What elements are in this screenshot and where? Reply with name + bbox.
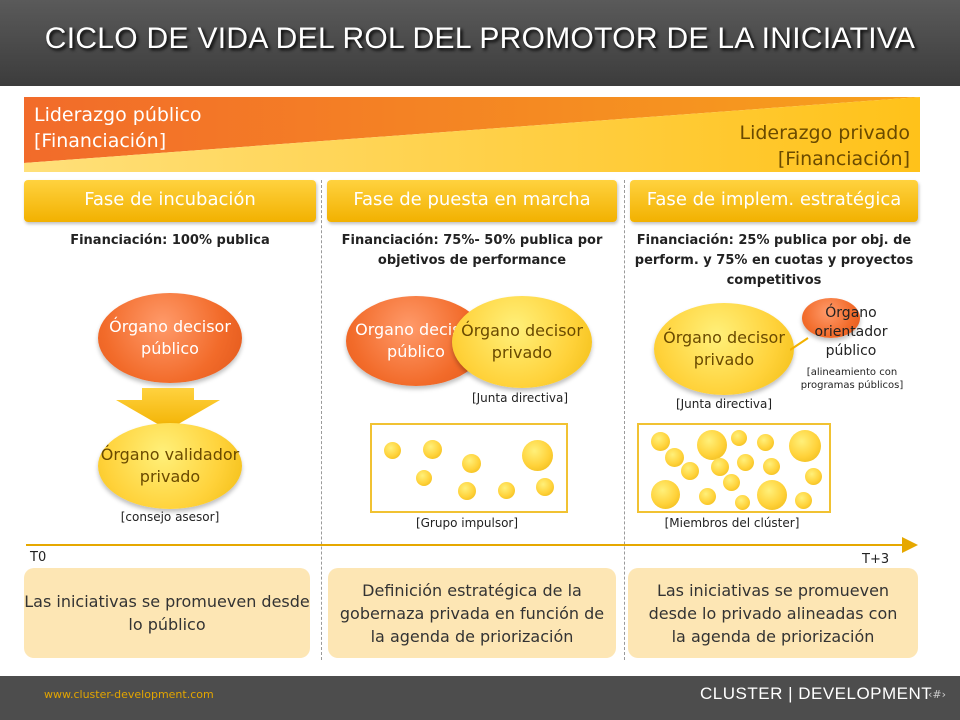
phase1-summary: Las iniciativas se promueven desde lo pú… — [24, 568, 310, 658]
footer-url[interactable]: www.cluster-development.com — [44, 688, 214, 701]
member-dot — [805, 468, 822, 485]
member-dot — [789, 430, 821, 462]
phase2-summary: Definición estratégica de la gobernaza p… — [328, 568, 616, 658]
title-bar — [0, 0, 960, 86]
phase-header-implementation: Fase de implem. estratégica — [630, 180, 918, 222]
private-leadership-wedge — [24, 97, 920, 172]
member-dot — [651, 480, 680, 509]
public-leadership-label: Liderazgo público [Financiación] — [34, 102, 202, 154]
connector-line — [790, 337, 809, 351]
cluster-members-caption: [Miembros del clúster] — [664, 516, 800, 530]
phase3-funding: Financiación: 25% publica por obj. de pe… — [634, 233, 914, 288]
down-arrow-icon — [116, 388, 220, 430]
member-dot — [462, 454, 481, 473]
private-decision-organ-launch: Órgano decisor privado — [452, 296, 592, 388]
board-caption-implementation: [Junta directiva] — [675, 397, 773, 411]
column-divider — [321, 180, 322, 660]
public-orienting-organ-label: Órgano orientador público — [814, 305, 888, 359]
member-dot — [423, 440, 442, 459]
member-dot — [699, 488, 716, 505]
member-dot — [681, 462, 699, 480]
member-dot — [757, 434, 774, 451]
member-dot — [757, 480, 787, 510]
public-leadership-subtitle: [Financiación] — [34, 130, 167, 152]
phase1-funding: Financiación: 100% publica — [70, 233, 270, 248]
advisory-council-caption: [consejo asesor] — [120, 510, 220, 524]
member-dot — [795, 492, 812, 509]
timeline-axis — [26, 544, 906, 546]
member-dot — [498, 482, 515, 499]
page-number: ‹#› — [928, 688, 947, 701]
phase-header-launch: Fase de puesta en marcha — [327, 180, 617, 222]
column-divider — [624, 180, 625, 660]
member-dot — [458, 482, 476, 500]
member-dot — [697, 430, 727, 460]
member-dot — [536, 478, 554, 496]
leadership-bar — [24, 97, 920, 172]
member-dot — [384, 442, 401, 459]
private-decision-organ-implementation: Órgano decisor privado — [654, 303, 794, 395]
timeline-arrow-icon — [902, 537, 918, 553]
phase2-funding: Financiación: 75%- 50% publica por objet… — [341, 233, 603, 268]
member-dot — [737, 454, 754, 471]
promoter-group-caption: [Grupo impulsor] — [415, 516, 519, 530]
brand-logo: CLUSTER | DEVELOPMENT — [700, 684, 933, 703]
member-dot — [651, 432, 670, 451]
board-caption-launch: [Junta directiva] — [471, 391, 569, 405]
phase-header-incubation: Fase de incubación — [24, 180, 316, 222]
member-dot — [731, 430, 747, 446]
public-programs-alignment-note: [alineamiento con programas públicos] — [800, 367, 904, 391]
member-dot — [723, 474, 740, 491]
private-leadership-label: Liderazgo privado [Financiación] — [640, 120, 911, 172]
public-leadership-title: Liderazgo público — [34, 104, 202, 126]
public-decision-organ: Órgano decisor público — [98, 293, 242, 383]
member-dot — [763, 458, 780, 475]
timeline-end-label: T+3 — [862, 552, 890, 567]
private-leadership-title: Liderazgo privado — [739, 122, 911, 144]
phase3-summary: Las iniciativas se promueven desde lo pr… — [628, 568, 918, 658]
member-dot — [711, 458, 729, 476]
cluster-members-box — [637, 423, 831, 513]
member-dot — [416, 470, 432, 486]
timeline-start-label: T0 — [30, 550, 47, 565]
private-leadership-subtitle: [Financiación] — [777, 148, 910, 170]
member-dot — [665, 448, 684, 467]
footer-bar — [0, 676, 960, 720]
slide-title: CICLO DE VIDA DEL ROL DEL PROMOTOR DE LA… — [44, 22, 916, 55]
validator-private-organ: Órgano validador privado — [98, 423, 242, 509]
promoter-group-box — [370, 423, 568, 513]
member-dot — [735, 495, 750, 510]
public-orienting-organ-bubble — [802, 298, 860, 338]
member-dot — [522, 440, 553, 471]
